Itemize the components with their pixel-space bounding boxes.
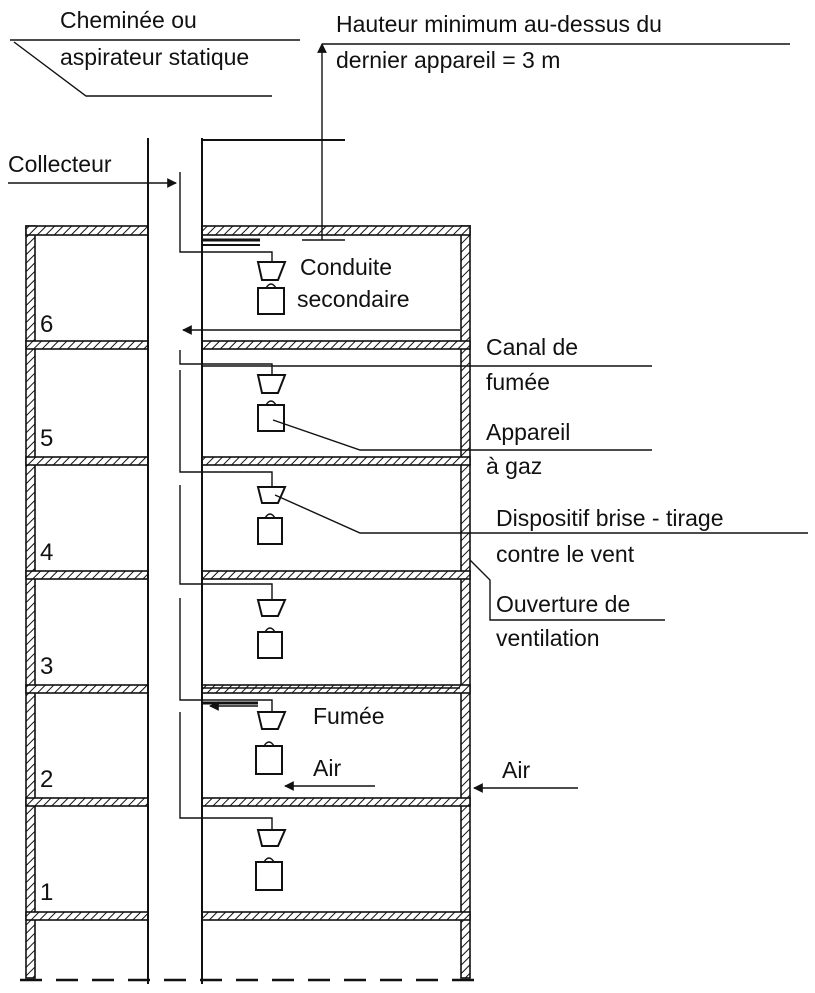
- label-ventilation-opening-line-2: ventilation: [496, 625, 600, 651]
- right-outer-wall: [460, 225, 471, 979]
- label-draft-diverter-line-1: Dispositif brise - tirage: [496, 505, 724, 531]
- appliance-floor-3: [179, 485, 287, 659]
- floor-number-3: 3: [40, 653, 53, 680]
- label-air-outer: Air: [502, 757, 530, 783]
- label-min-height-line-2: dernier appareil = 3 m: [336, 47, 560, 73]
- leader-lines: [8, 39, 808, 793]
- roof-slab-right: [201, 225, 471, 236]
- label-ventilation-opening-line-1: Ouverture de: [496, 591, 630, 617]
- label-draft-diverter-line-2: contre le vent: [496, 541, 635, 567]
- building-structure: [20, 225, 478, 982]
- flue-column: [201, 140, 460, 689]
- label-chimney-line-1: Cheminée ou: [60, 7, 197, 33]
- label-chimney-line-2: aspirateur statique: [60, 44, 249, 70]
- left-outer-wall: [25, 225, 36, 979]
- appliance-floor-5: [179, 350, 287, 432]
- label-min-height-line-1: Hauteur minimum au-dessus du: [336, 11, 662, 37]
- label-secondary-duct-line-2: secondaire: [297, 286, 410, 312]
- floor-number-1: 1: [40, 879, 53, 906]
- floor-number-6: 6: [40, 311, 53, 338]
- floor-numbers: 1 2 3 4 5 6: [40, 311, 53, 906]
- appliances: [179, 238, 287, 891]
- appliance-floor-4: [179, 370, 287, 545]
- appliance-floor-1: [179, 712, 287, 891]
- floor-slabs: [25, 340, 471, 921]
- floor-number-4: 4: [40, 539, 53, 566]
- label-gas-appliance-line-2: à gaz: [486, 453, 542, 479]
- appliance-floor-6: [179, 238, 287, 315]
- label-flue-channel-line-2: fumée: [486, 369, 550, 395]
- label-flue-channel-line-1: Canal de: [486, 334, 578, 360]
- roof-slab-left: [25, 225, 149, 236]
- label-gas-appliance-line-1: Appareil: [486, 419, 570, 445]
- label-secondary-duct-line-1: Conduite: [300, 254, 392, 280]
- labels: Cheminée ou aspirateur statique Hauteur …: [8, 7, 724, 783]
- label-collector: Collecteur: [8, 151, 112, 177]
- floor-number-2: 2: [40, 766, 53, 793]
- label-air-inner: Air: [313, 755, 341, 781]
- floor-number-5: 5: [40, 425, 53, 452]
- label-smoke: Fumée: [313, 703, 385, 729]
